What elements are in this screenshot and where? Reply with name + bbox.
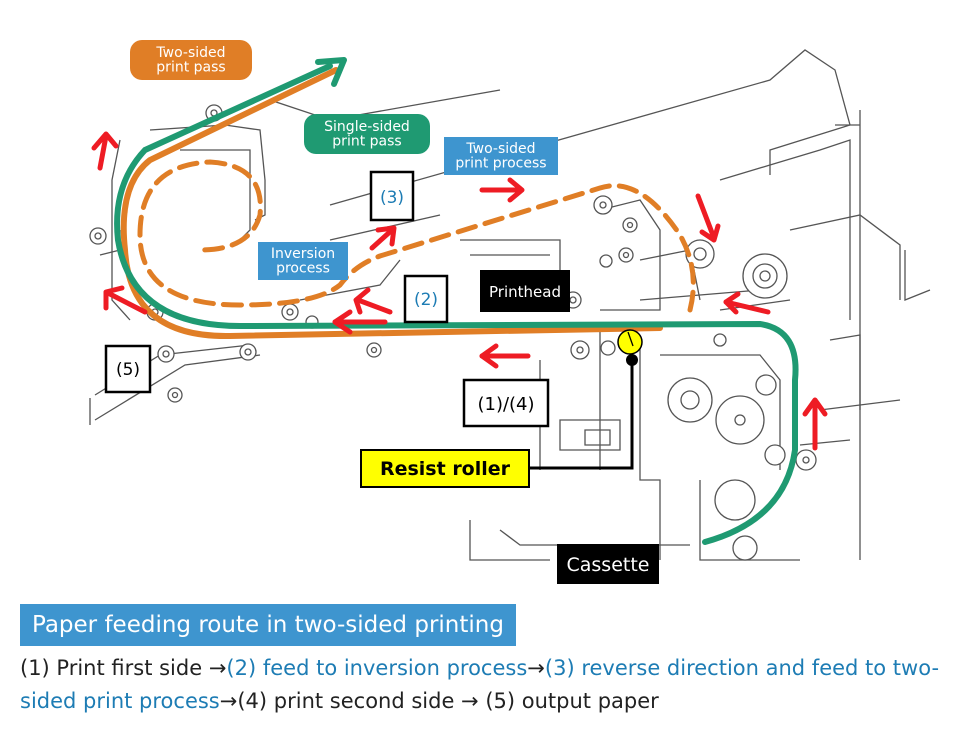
caption-part-3: → xyxy=(527,656,545,680)
label-resist-roller: Resist roller xyxy=(360,449,530,488)
step-box-3-text: (3) xyxy=(380,188,404,208)
direction-arrows xyxy=(91,131,828,451)
caption-title-bar: Paper feeding route in two-sided printin… xyxy=(20,604,516,646)
arrow-up-left-top xyxy=(91,131,119,171)
step-box-1-4-text: (1)/(4) xyxy=(477,394,534,415)
single-sided-print-path xyxy=(114,63,799,545)
label-resist-roller-text: Resist roller xyxy=(380,458,511,480)
caption-description: (1) Print first side →(2) feed to invers… xyxy=(20,652,950,718)
printer-rollers xyxy=(89,104,817,561)
arrow-step2-left xyxy=(353,287,393,315)
label-printhead-text: Printhead xyxy=(489,283,561,301)
arrow-printhead-left xyxy=(479,343,531,369)
caption-part-5: →(4) print second side → (5) output pape… xyxy=(219,689,659,713)
arrow-up-cassette xyxy=(802,397,828,451)
label-cassette-text: Cassette xyxy=(567,554,650,576)
arrow-down-right-roller xyxy=(695,193,721,243)
arrow-two-sided-right xyxy=(479,177,525,203)
step-box-5: (5) xyxy=(104,344,152,394)
step-box-5-text: (5) xyxy=(116,360,140,380)
caption-part-4: (3) reverse direction and feed to two-si… xyxy=(20,656,940,713)
label-cassette: Cassette xyxy=(557,544,659,584)
resist-roller-indicator xyxy=(530,329,643,470)
caption-part-2: (2) feed to inversion process xyxy=(226,656,528,680)
step-box-1-4: (1)/(4) xyxy=(462,378,550,428)
label-printhead: Printhead xyxy=(480,270,570,312)
arrow-left-right-side xyxy=(723,291,771,315)
caption-part-1: (1) Print first side → xyxy=(20,656,227,680)
two-sided-print-path xyxy=(120,67,663,340)
inversion-route-dashed-path xyxy=(137,159,696,313)
arrow-left-bottom-guide xyxy=(103,285,148,315)
step-box-2-text: (2) xyxy=(414,290,438,310)
single-sided-path-arrowhead xyxy=(315,57,347,87)
caption-title: Paper feeding route in two-sided printin… xyxy=(32,612,504,638)
step-box-3: (3) xyxy=(369,170,415,222)
arrow-step3-diagonal xyxy=(369,225,397,251)
arrow-inversion-left xyxy=(332,309,388,335)
step-box-2: (2) xyxy=(403,274,449,324)
